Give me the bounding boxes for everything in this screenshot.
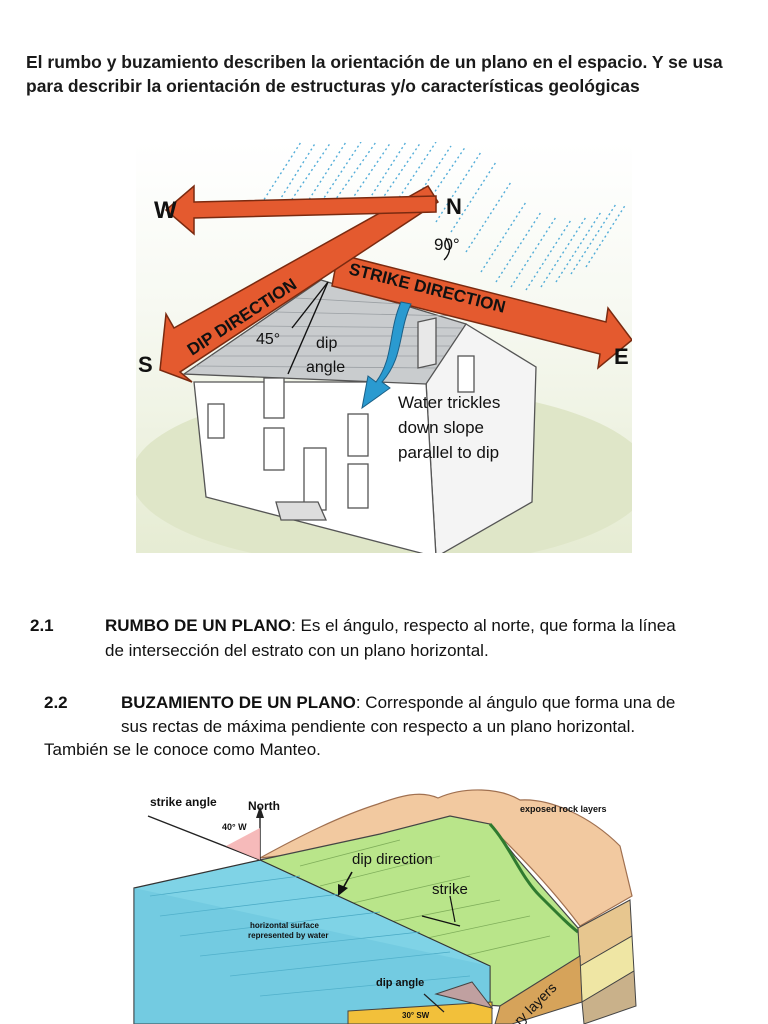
rain-streaks [255,142,627,291]
angle-40w-label: 40° W [222,822,247,832]
dip-angle-label-line2: angle [306,359,345,376]
section-title: RUMBO DE UN PLANO [105,616,292,635]
water-label-line3: parallel to dip [398,443,499,462]
compass-south: S [138,352,153,377]
strike-dip-house-diagram: W N S E 90° 45° DIP DIRECTION STRIKE DIR… [136,142,632,553]
dip-angle-label-line1: dip [316,335,337,352]
water-flow-arrow [361,301,412,410]
section-title: BUZAMIENTO DE UN PLANO [121,693,356,712]
water-label-line1: Water trickles [398,393,500,412]
strike-dip-block-diagram: strike angle North 40° W exposed rock la… [120,776,642,1024]
section-number: 2.1 [30,616,54,635]
compass-east: E [614,344,629,369]
section-definition: : Es el ángulo, respecto al norte, que f… [291,616,676,635]
angle-90-label: 90° [434,235,460,254]
horizontal-surface-label-line2: represented by water [248,931,328,940]
strike-arrow [331,253,632,370]
exposed-rock-label: exposed rock layers [520,804,607,814]
compass-west: W [154,197,177,224]
section-text-line2: de intersección del estrato con un plano… [105,641,489,660]
angle-45-label: 45° [256,331,280,348]
intro-paragraph: El rumbo y buzamiento describen la orien… [26,52,723,96]
strike-label: strike [432,881,468,898]
section-text-line3: También se le conoce como Manteo. [44,740,321,759]
section-text-line1: BUZAMIENTO DE UN PLANO: Corresponde al á… [121,692,675,714]
section-definition: : Corresponde al ángulo que forma una de [355,693,676,712]
dip-direction-label: dip direction [352,851,433,868]
strike-angle-label: strike angle [150,795,217,809]
section-number: 2.2 [44,693,68,712]
compass-north: N [446,194,462,219]
west-north-arrow [164,184,437,236]
dip-angle-label: dip angle [376,977,424,989]
water-label-line2: down slope [398,418,484,437]
north-label: North [248,799,280,813]
angle-30sw-label: 30° SW [402,1011,430,1020]
horizontal-surface-label-line1: horizontal surface [250,921,319,930]
section-text-line2: sus rectas de máxima pendiente con respe… [121,717,636,736]
house [182,279,537,553]
section-text-line1: RUMBO DE UN PLANO: Es el ángulo, respect… [105,615,676,637]
